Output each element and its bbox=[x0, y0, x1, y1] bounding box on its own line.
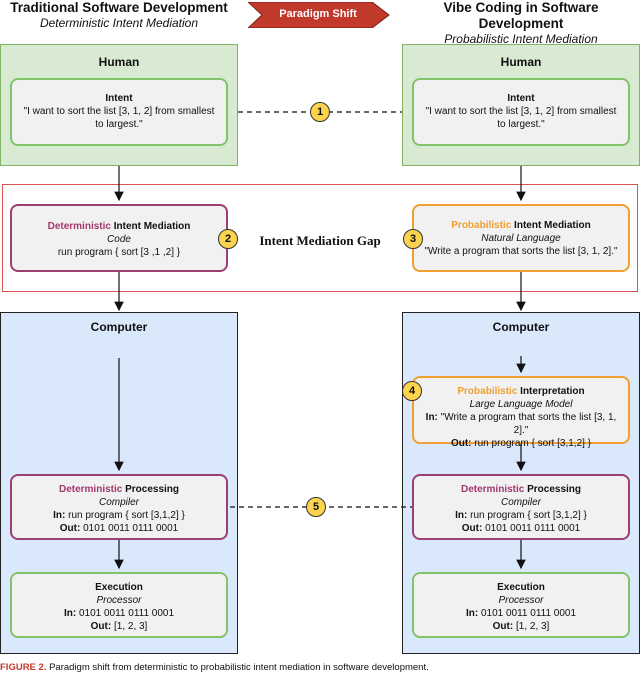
right-processing-suffix: Processing bbox=[524, 484, 582, 495]
right-interpretation-out-label: Out: bbox=[450, 438, 472, 449]
left-execution-out-label: Out: bbox=[90, 621, 112, 632]
right-mediation-prefix: Probabilistic bbox=[451, 220, 512, 231]
right-intent-box: Intent "I want to sort the list [3, 1, 2… bbox=[412, 78, 630, 146]
figure-caption-label: FIGURE 2. bbox=[0, 662, 47, 673]
right-interpretation-prefix: Probabilistic bbox=[457, 386, 518, 397]
right-processing-prefix: Deterministic bbox=[460, 484, 525, 495]
left-mediation-suffix: Intent Mediation bbox=[110, 221, 191, 232]
right-processing-out-text: 0101 0011 0111 0001 bbox=[482, 523, 581, 534]
right-intent-text: "I want to sort the list [3, 1, 2] from … bbox=[425, 106, 617, 130]
left-execution-sub: Processor bbox=[96, 595, 142, 606]
right-mediation-suffix: Intent Mediation bbox=[511, 220, 591, 231]
right-human-title: Human bbox=[500, 55, 542, 69]
right-interpretation-suffix: Interpretation bbox=[517, 386, 585, 397]
right-processing-sub: Compiler bbox=[500, 497, 541, 508]
right-mediation-box: Probabilistic Intent Mediation Natural L… bbox=[412, 204, 630, 272]
left-execution-out-text: [1, 2, 3] bbox=[111, 621, 148, 632]
left-mediation-text: run program { sort [3 ,1 ,2] } bbox=[57, 247, 181, 258]
right-interpretation-box: Probabilistic Interpretation Large Langu… bbox=[412, 376, 630, 449]
left-execution-box: Execution Processor In: 0101 0011 0111 0… bbox=[10, 572, 228, 638]
right-interpretation-out-text: run program { sort [3,1,2] } bbox=[471, 438, 592, 449]
right-processing-out-label: Out: bbox=[461, 523, 483, 534]
paradigm-shift-label: Paradigm Shift bbox=[279, 8, 357, 20]
right-execution-sub: Processor bbox=[498, 595, 544, 606]
left-header-title: Traditional Software Development bbox=[10, 0, 228, 15]
right-execution-title: Execution bbox=[497, 582, 545, 593]
left-execution-title: Execution bbox=[95, 582, 143, 593]
paradigm-shift-arrow: Paradigm Shift bbox=[246, 1, 390, 29]
left-header-subtitle: Deterministic Intent Mediation bbox=[39, 16, 199, 30]
left-header: Traditional Software Development Determi… bbox=[0, 0, 238, 30]
left-processing-in-text: run program { sort [3,1,2] } bbox=[65, 510, 185, 521]
left-processing-box: Deterministic Processing Compiler In: ru… bbox=[10, 474, 228, 540]
left-processing-sub: Compiler bbox=[98, 497, 139, 508]
left-processing-out-label: Out: bbox=[59, 523, 81, 534]
right-mediation-sub: Natural Language bbox=[481, 233, 561, 244]
right-computer-title: Computer bbox=[492, 320, 550, 334]
right-processing-in-label: In: bbox=[455, 510, 468, 521]
badge-4: 4 bbox=[402, 381, 422, 401]
right-header-subtitle: Probabilistic Intent Mediation bbox=[444, 32, 598, 46]
right-mediation-text: "Write a program that sorts the list [3,… bbox=[424, 246, 618, 257]
left-human-title: Human bbox=[98, 55, 140, 69]
intent-mediation-gap-label: Intent Mediation Gap bbox=[259, 233, 381, 248]
right-execution-in-label: In: bbox=[465, 608, 479, 619]
right-interpretation-sub: Large Language Model bbox=[469, 399, 573, 410]
left-processing-in-label: In: bbox=[53, 510, 66, 521]
left-processing-prefix: Deterministic bbox=[58, 484, 123, 495]
left-computer-title: Computer bbox=[90, 320, 148, 334]
badge-1: 1 bbox=[310, 102, 330, 122]
badge-2: 2 bbox=[218, 229, 238, 249]
left-intent-text: "I want to sort the list [3, 1, 2] from … bbox=[23, 106, 215, 130]
right-interpretation-in-text: "Write a program that sorts the list [3,… bbox=[437, 412, 617, 436]
left-intent-box: Intent "I want to sort the list [3, 1, 2… bbox=[10, 78, 228, 146]
right-execution-in-text: 0101 0011 0111 0001 bbox=[478, 608, 577, 619]
right-processing-box: Deterministic Processing Compiler In: ru… bbox=[412, 474, 630, 540]
right-interpretation-in-label: In: bbox=[425, 412, 438, 423]
left-execution-in-text: 0101 0011 0111 0001 bbox=[76, 608, 175, 619]
right-execution-out-text: [1, 2, 3] bbox=[513, 621, 550, 632]
left-mediation-prefix: Deterministic bbox=[47, 221, 111, 232]
right-execution-box: Execution Processor In: 0101 0011 0111 0… bbox=[412, 572, 630, 638]
figure-caption: FIGURE 2. Paradigm shift from determinis… bbox=[0, 662, 640, 673]
left-processing-suffix: Processing bbox=[122, 484, 180, 495]
right-execution-out-label: Out: bbox=[492, 621, 514, 632]
left-mediation-box: Deterministic Intent Mediation Code run … bbox=[10, 204, 228, 272]
right-processing-in-text: run program { sort [3,1,2] } bbox=[467, 510, 587, 521]
right-header: Vibe Coding in Software Development Prob… bbox=[402, 0, 640, 46]
right-header-title: Vibe Coding in Software Development bbox=[443, 0, 599, 31]
left-intent-title: Intent bbox=[105, 93, 133, 104]
left-mediation-sub: Code bbox=[107, 234, 131, 245]
left-execution-in-label: In: bbox=[63, 608, 77, 619]
left-processing-out-text: 0101 0011 0111 0001 bbox=[80, 523, 179, 534]
right-intent-title: Intent bbox=[507, 93, 535, 104]
figure-caption-text: Paradigm shift from deterministic to pro… bbox=[46, 662, 429, 673]
badge-3: 3 bbox=[403, 229, 423, 249]
badge-5: 5 bbox=[306, 497, 326, 517]
